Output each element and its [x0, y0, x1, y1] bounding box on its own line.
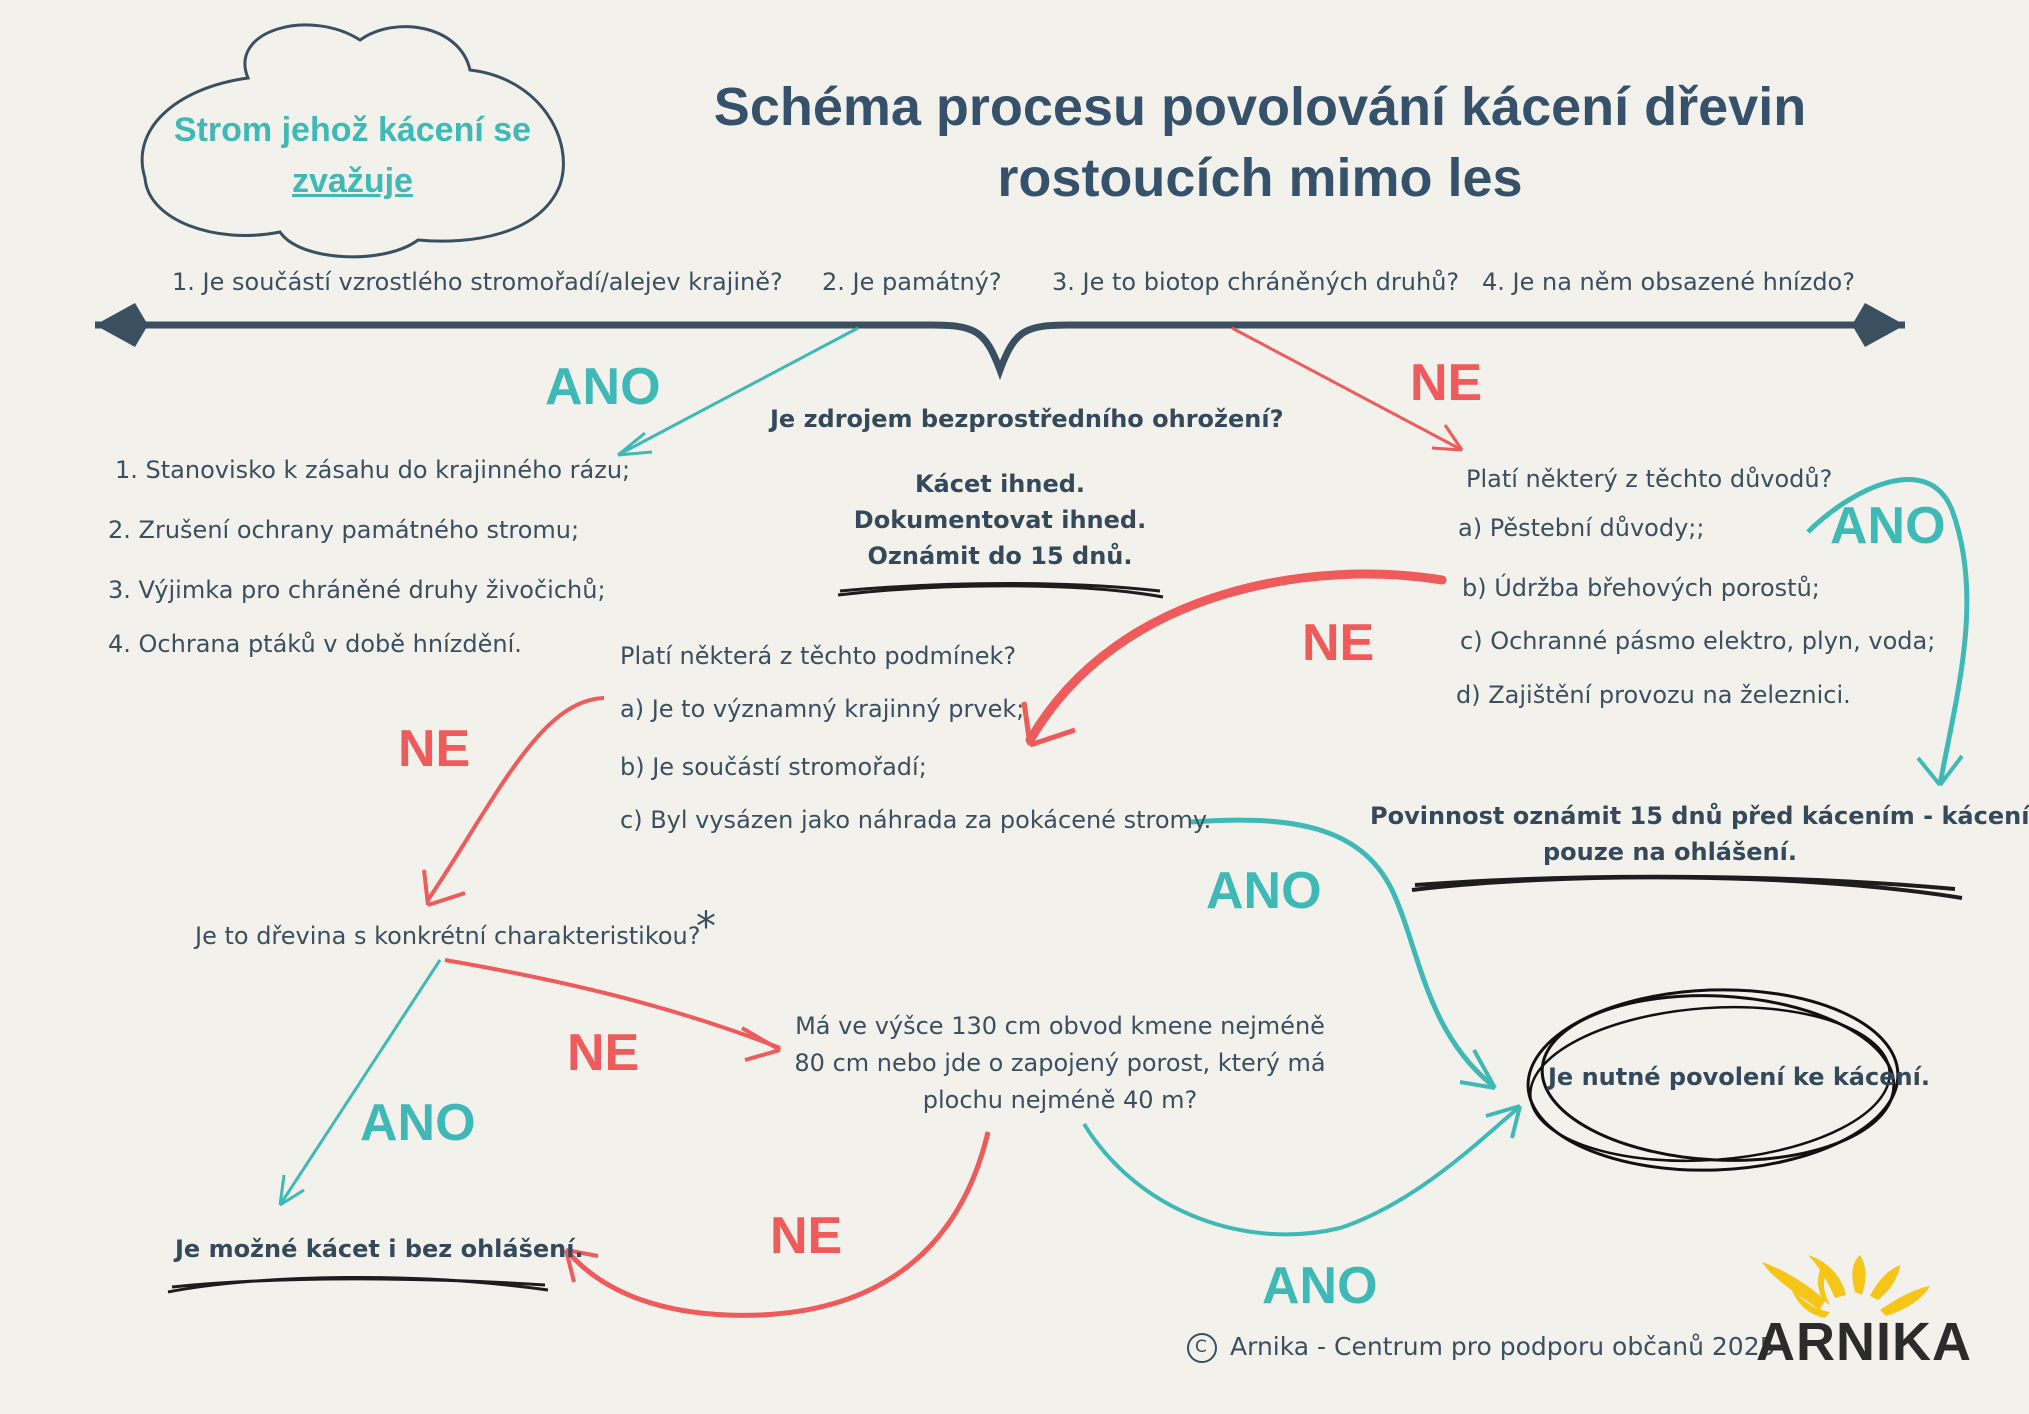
underline-no-notice	[167, 1275, 549, 1294]
arrow-specific-to-trunk	[444, 958, 782, 1062]
arrow-reasons-to-conditions	[1021, 569, 1447, 748]
threat-action-2: Dokumentovat ihned.	[853, 506, 1147, 534]
arnika-logo: ARNIKA	[1756, 1312, 1972, 1372]
top-question-3: 3. Je to biotop chráněných druhů?	[1052, 268, 1460, 296]
label-ne-reasons: NE	[1302, 614, 1375, 672]
arrow-trunk-to-permit	[1082, 1104, 1522, 1237]
threat-question: Je zdrojem bezprostředního ohrožení?	[770, 405, 1284, 433]
reasons-question: Platí některý z těchto důvodů?	[1466, 465, 1833, 493]
specific-question: Je to dřevina s konkrétní charakteristik…	[195, 922, 701, 950]
trunk-line-1: Má ve výšce 130 cm obvod kmene nejméně	[795, 1012, 1325, 1040]
label-ano-brace: ANO	[545, 358, 661, 416]
label-ano-specific: ANO	[360, 1094, 476, 1152]
left-list-item-2: 2. Zrušení ochrany památného stromu;	[108, 516, 580, 544]
underline-threat	[837, 582, 1164, 599]
trunk-question: Má ve výšce 130 cm obvod kmene nejméně 8…	[775, 1008, 1345, 1120]
reasons-item-d: d) Zajištění provozu na železnici.	[1456, 681, 1851, 709]
arrow-brace-to-reasons	[1231, 326, 1464, 452]
reasons-item-c: c) Ochranné pásmo elektro, plyn, voda;	[1460, 627, 1936, 655]
conditions-item-a: a) Je to významný krajinný prvek;	[620, 695, 1025, 723]
cloud-line-2: zvažuje	[292, 162, 413, 200]
arrow-conditions-to-permit	[1189, 817, 1497, 1090]
asterisk-mark: *	[696, 904, 716, 950]
top-question-1: 1. Je součástí vzrostlého stromořadí/ale…	[172, 268, 783, 296]
top-question-2: 2. Je památný?	[822, 268, 1002, 296]
notice-text: Povinnost oznámit 15 dnů před kácením - …	[1370, 798, 2029, 871]
cloud-text: Strom jehož kácení se zvažuje	[150, 105, 555, 207]
threat-actions: Kácet ihned. Dokumentovat ihned. Oznámit…	[840, 466, 1160, 574]
no-notice-result: Je možné kácet i bez ohlášení.	[175, 1235, 584, 1263]
permit-required: Je nutné povolení ke kácení.	[1548, 1063, 1930, 1091]
notice-line-2: pouze na ohlášení.	[1543, 838, 1797, 867]
arrow-trunk-to-no-notice	[564, 1131, 991, 1318]
question-brace	[95, 303, 1905, 380]
threat-action-1: Kácet ihned.	[914, 470, 1086, 498]
left-list-item-3: 3. Výjimka pro chráněné druhy živočichů;	[108, 576, 606, 604]
label-ne-trunk: NE	[770, 1207, 843, 1265]
arrow-brace-to-left-list	[617, 326, 859, 457]
copyright-text: Arnika - Centrum pro podporu občanů 2025	[1230, 1332, 1776, 1361]
copyright-symbol: C	[1195, 1337, 1207, 1357]
label-ano-conditions: ANO	[1206, 862, 1322, 920]
cloud-line-1: Strom jehož kácení se	[173, 111, 532, 149]
conditions-question: Platí některá z těchto podmínek?	[620, 642, 1017, 670]
arrow-reasons-to-notice	[1806, 477, 1970, 787]
trunk-line-3: plochu nejméně 40 m?	[922, 1086, 1198, 1115]
left-list-item-4: 4. Ochrana ptáků v době hnízdění.	[108, 630, 522, 658]
label-ne-conditions: NE	[398, 720, 471, 778]
copyright-circle	[1187, 1333, 1217, 1363]
underline-notice	[1411, 874, 1963, 900]
conditions-item-b: b) Je součástí stromořadí;	[620, 753, 927, 781]
label-ne-brace: NE	[1410, 354, 1483, 412]
label-ano-reasons: ANO	[1830, 497, 1946, 555]
trunk-line-2: 80 cm nebo jde o zapojený porost, který …	[794, 1049, 1326, 1078]
left-list-item-1: 1. Stanovisko k zásahu do krajinného ráz…	[115, 456, 631, 484]
cloud-shape	[140, 23, 565, 259]
arnika-flower-icon	[1762, 1255, 1930, 1318]
permit-ellipse	[1526, 988, 1900, 1172]
reasons-item-b: b) Údržba břehových porostů;	[1462, 574, 1820, 602]
page-title: Schéma procesu povolování kácení dřevin …	[713, 77, 1807, 209]
arrow-conditions-to-specific	[422, 696, 605, 907]
label-ne-specific: NE	[567, 1024, 640, 1082]
top-question-4: 4. Je na něm obsazené hnízdo?	[1482, 268, 1855, 296]
label-ano-trunk: ANO	[1262, 1257, 1378, 1315]
conditions-item-c: c) Byl vysázen jako náhrada za pokácené …	[620, 806, 1212, 834]
arrow-specific-to-no-notice	[278, 959, 442, 1207]
threat-action-3: Oznámit do 15 dnů.	[867, 542, 1133, 570]
reasons-item-a: a) Pěstební důvody;;	[1458, 514, 1705, 542]
notice-line-1: Povinnost oznámit 15 dnů před kácením - …	[1370, 802, 2029, 830]
